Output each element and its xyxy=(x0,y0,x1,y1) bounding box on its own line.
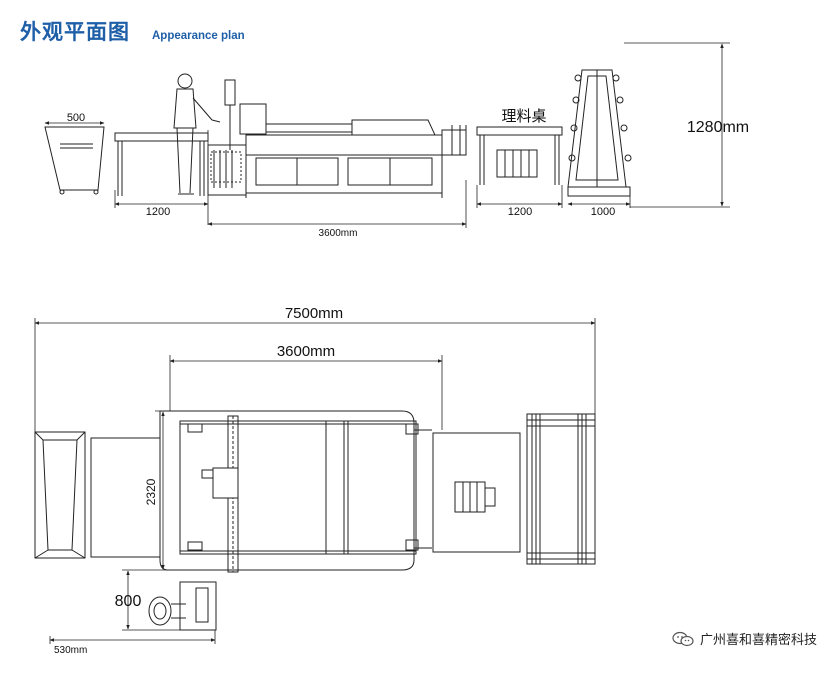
page-subtitle: Appearance plan xyxy=(152,30,245,42)
machine-frame-plan xyxy=(159,410,432,573)
dim-operator-offset: 800 xyxy=(115,593,142,610)
machine-body xyxy=(245,119,467,198)
left-table xyxy=(114,132,209,196)
dim-table-right: 1200 xyxy=(508,206,532,218)
wechat-icon xyxy=(672,631,694,646)
operator-figure xyxy=(173,73,221,195)
dim-machine-length-plan: 3600mm xyxy=(277,343,335,360)
dim-bin-width: 500 xyxy=(67,112,85,124)
dim-machine-width: 2320 xyxy=(144,478,158,505)
dim-operator-width: 530mm xyxy=(54,645,87,656)
dim-machine-length-top: 3600mm xyxy=(319,228,358,239)
scrap-bin xyxy=(44,126,105,195)
watermark: 广州喜和喜精密科技 xyxy=(672,629,817,648)
dim-total-length: 7500mm xyxy=(285,305,343,322)
material-table-label: 理料桌 xyxy=(501,107,546,125)
dim-height: 1280mm xyxy=(687,119,749,136)
material-table-plan xyxy=(432,432,521,553)
roll-rack-plan xyxy=(526,413,596,565)
elevation-dimensions xyxy=(44,42,730,228)
scrap-bin-plan xyxy=(34,431,86,559)
elevation-view xyxy=(44,69,632,198)
page-title: 外观平面图 xyxy=(20,20,130,44)
plan-dimensions xyxy=(34,318,596,644)
roll-rack xyxy=(567,69,632,197)
material-table xyxy=(476,126,563,185)
dim-rack-width: 1000 xyxy=(591,206,615,218)
dim-table-left: 1200 xyxy=(146,206,170,218)
watermark-text: 广州喜和喜精密科技 xyxy=(699,633,817,648)
operator-plan xyxy=(148,581,217,631)
